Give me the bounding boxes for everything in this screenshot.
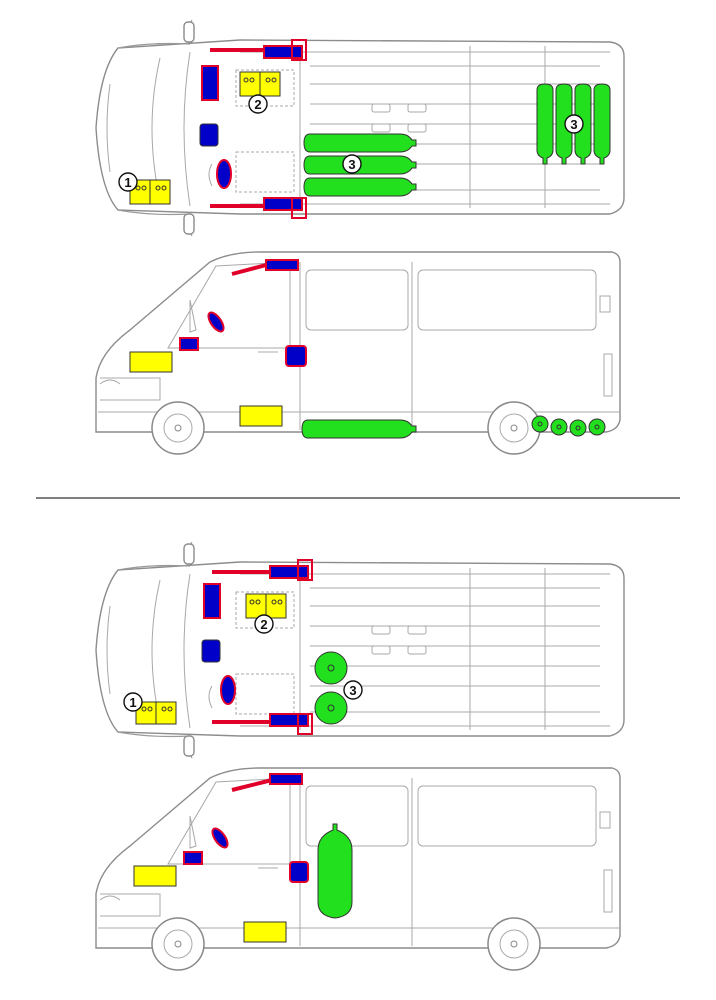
battery-side-2a — [133, 865, 177, 887]
gas-tanks-vertical — [536, 83, 611, 165]
component-red-frame-lower — [291, 197, 307, 219]
callout-1-top-1: 1 — [118, 172, 138, 192]
main-battery-top-1 — [129, 179, 171, 205]
gas-tank-vertical-side-2 — [317, 823, 353, 919]
callout-3-top-2: 3 — [343, 680, 363, 700]
callout-3-top-1b: 3 — [564, 114, 584, 134]
callout-2-top-2: 2 — [254, 614, 274, 634]
aux-battery-top-2 — [245, 593, 287, 619]
component-red-frame-lower-2 — [297, 713, 313, 735]
svg-text:3: 3 — [349, 683, 356, 698]
main-battery-top-2 — [135, 701, 177, 725]
component-blue-bar-side-1 — [265, 259, 299, 271]
component-blue-bar-upper-2 — [269, 565, 309, 579]
component-blue-small — [199, 123, 219, 147]
svg-text:1: 1 — [129, 695, 136, 710]
top-view-van-2: 2 1 3 — [95, 541, 625, 759]
callout-3-top-1a: 3 — [342, 154, 362, 174]
svg-text:2: 2 — [260, 617, 267, 632]
component-blue-round-side-2 — [211, 827, 229, 849]
component-red-frame-upper — [291, 39, 307, 61]
component-blue-door-side-1 — [285, 345, 307, 367]
battery-side-1b — [239, 405, 283, 427]
rear-wheel-1 — [487, 401, 541, 455]
side-view-van-2 — [95, 767, 621, 971]
front-wheel-1 — [151, 401, 205, 455]
top-view-van-1: 2 1 3 — [95, 19, 625, 237]
side-view-van-1 — [95, 251, 621, 455]
front-wheel-2 — [151, 917, 205, 971]
component-blue-round-2 — [220, 675, 236, 705]
component-blue-dash-side-2 — [183, 851, 203, 865]
component-blue-dash-2 — [203, 583, 221, 619]
gas-tank-side-1 — [301, 419, 417, 439]
strip-red-side-1 — [231, 262, 271, 276]
battery-side-1a — [129, 351, 173, 373]
component-blue-bar-lower-2 — [269, 713, 309, 727]
component-blue-small-2 — [201, 639, 221, 663]
component-blue-dash — [201, 65, 219, 101]
component-blue-bar-lower — [263, 197, 303, 211]
svg-text:3: 3 — [348, 157, 355, 172]
component-blue-round — [216, 159, 232, 189]
component-blue-bar-side-2 — [269, 773, 303, 785]
svg-text:2: 2 — [254, 97, 261, 112]
component-blue-bar-upper — [263, 45, 303, 59]
component-red-frame-upper-2 — [297, 559, 313, 581]
svg-text:3: 3 — [570, 117, 577, 132]
callout-2-top-1: 2 — [248, 94, 268, 114]
rear-wheel-2 — [487, 917, 541, 971]
strip-red-side-2 — [231, 778, 273, 792]
battery-side-2b — [243, 921, 287, 943]
svg-text:1: 1 — [124, 175, 131, 190]
component-blue-dash-side-1 — [179, 337, 199, 351]
callout-1-top-2: 1 — [123, 692, 143, 712]
gas-tanks-rear-side-1 — [531, 415, 606, 437]
component-blue-door-side-2 — [289, 861, 309, 883]
aux-battery-top-1 — [239, 71, 281, 97]
component-blue-round-side-1 — [207, 311, 225, 333]
gas-tanks-round-top-2 — [314, 651, 348, 725]
